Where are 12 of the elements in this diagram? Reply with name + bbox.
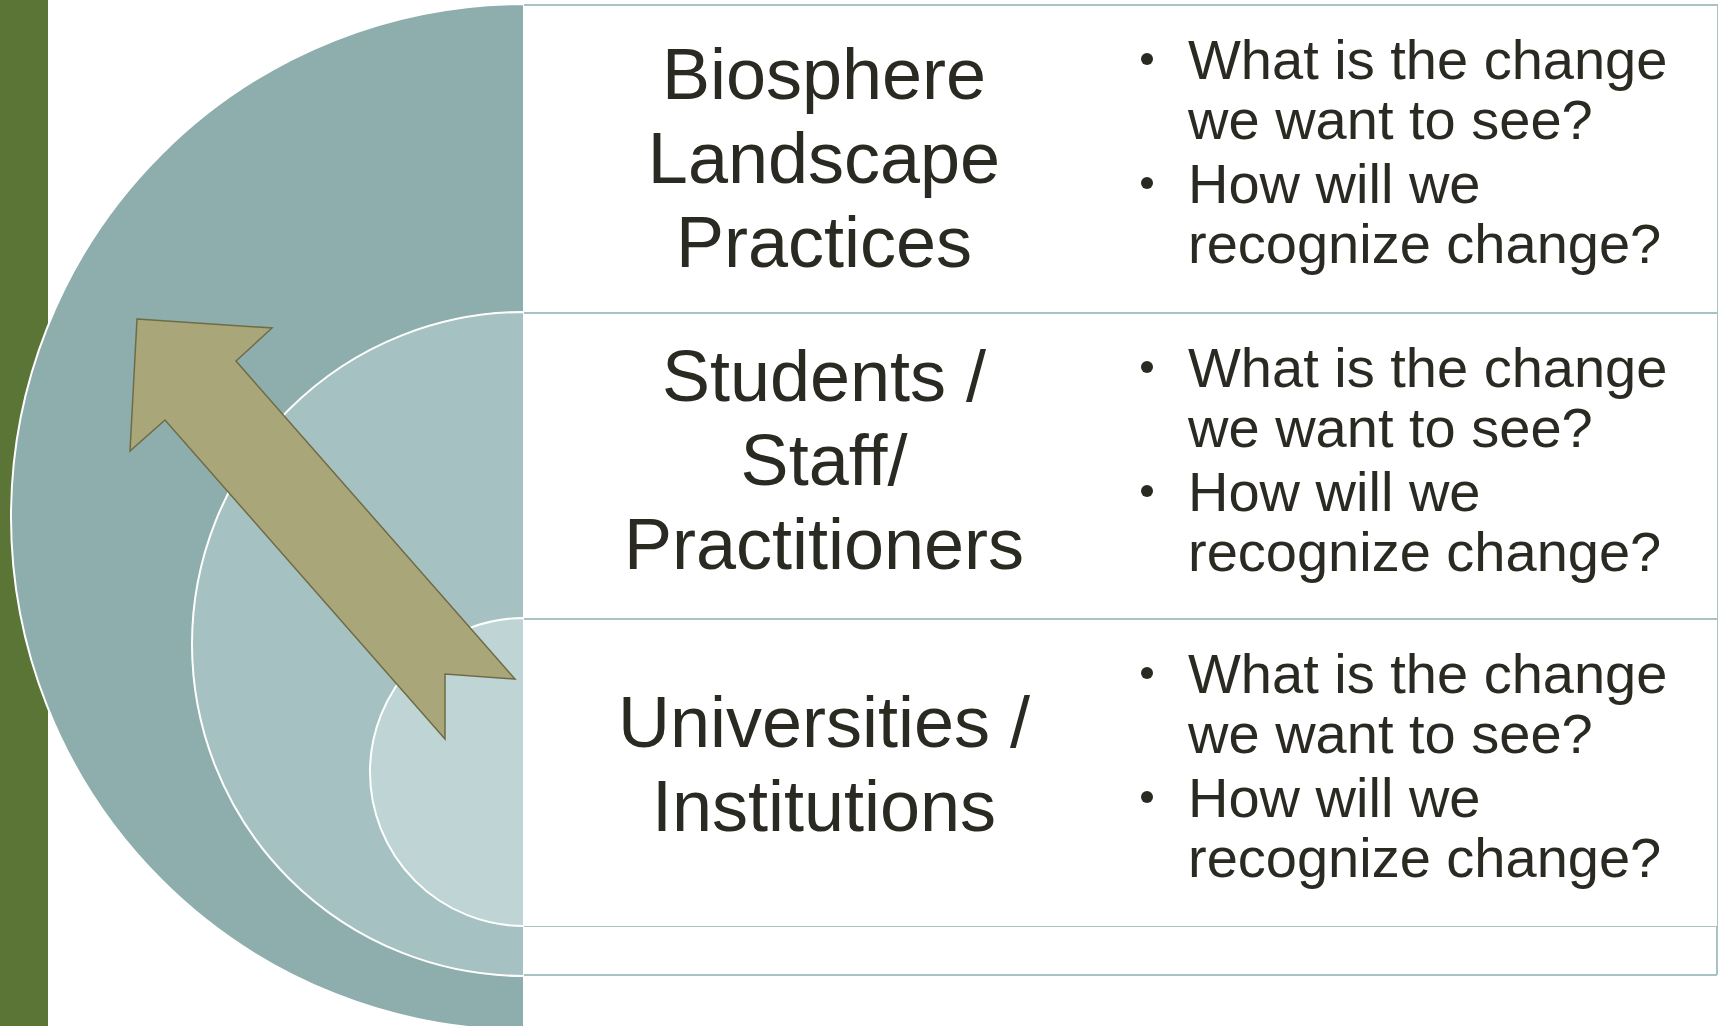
question-text: How will we recognize change? [1188,766,1662,889]
row-heading: Universities / Institutions [616,681,1032,848]
question-text: What is the change we want to see? [1188,336,1668,459]
question-text: How will we recognize change? [1188,152,1662,275]
table-row [524,618,1717,926]
question-text: What is the change we want to see? [1188,28,1668,151]
row-heading: Students / Staff/ Practitioners [622,335,1026,586]
table-row [524,4,1717,312]
row-heading: Biosphere Landscape Practices [646,33,1002,284]
question-text: How will we recognize change? [1188,460,1662,583]
table-row [524,312,1717,618]
question-text: What is the change we want to see? [1188,642,1668,765]
